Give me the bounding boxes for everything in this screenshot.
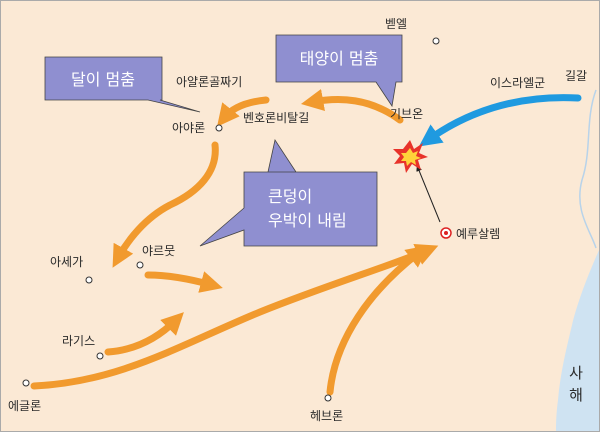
callout-sun-text: 태양이 멈춤 bbox=[300, 49, 379, 68]
label-bethel: 벧엘 bbox=[385, 17, 407, 31]
marker-jerusalem bbox=[440, 227, 452, 239]
callout-hail: 큰덩이 우박이 내림 bbox=[199, 138, 378, 247]
marker-azekah bbox=[85, 276, 93, 284]
callout-hail-text-2: 우박이 내림 bbox=[268, 211, 347, 230]
label-jerusalem: 예루살렘 bbox=[456, 227, 500, 241]
route-bethhoron-to-aijalon bbox=[216, 96, 270, 127]
route-hebron bbox=[326, 245, 429, 396]
label-hebron: 헤브론 bbox=[310, 409, 343, 423]
retreat-routes bbox=[30, 89, 439, 396]
label-jarmuth: 야르뭇 bbox=[142, 244, 175, 258]
label-lachish: 라기스 bbox=[62, 334, 95, 348]
label-dead-sea-1: 사 bbox=[569, 364, 583, 382]
route-aijalon-to-azekah bbox=[112, 141, 219, 268]
label-gibeon: 기브온 bbox=[390, 107, 423, 121]
callout-sun: 태양이 멈춤 bbox=[275, 34, 403, 108]
pointer-arrow bbox=[416, 165, 441, 223]
label-israel-camp: 이스라엘군 bbox=[490, 76, 545, 90]
marker-bethel bbox=[432, 37, 440, 45]
callout-moon: 달이 멈춤 bbox=[44, 56, 201, 113]
marker-eglon bbox=[22, 379, 30, 387]
place-markers bbox=[22, 37, 440, 402]
callout-moon-text: 달이 멈춤 bbox=[71, 70, 135, 89]
dead-sea bbox=[556, 248, 600, 432]
callout-hail-box bbox=[199, 138, 378, 247]
label-azekah: 아세가 bbox=[50, 255, 83, 269]
route-gibeon-to-bethhoron bbox=[300, 89, 404, 124]
label-aijalon-valley: 아얄론골짜기 bbox=[176, 74, 242, 89]
jordan-river bbox=[579, 89, 597, 249]
route-lachish bbox=[104, 312, 184, 356]
marker-hebron bbox=[324, 394, 332, 402]
marker-jarmuth bbox=[136, 261, 144, 269]
label-dead-sea-2: 해 bbox=[569, 386, 583, 404]
battle-burst-icon bbox=[393, 140, 428, 173]
marker-lachish bbox=[96, 352, 104, 360]
israel-army-route bbox=[418, 94, 582, 147]
callout-moon-box bbox=[44, 56, 201, 113]
marker-aijalon bbox=[215, 124, 223, 132]
label-eglon: 에글론 bbox=[8, 399, 41, 413]
label-aijalon: 아야론 bbox=[172, 121, 205, 135]
label-beth-horon: 벤호론비탈길 bbox=[243, 111, 309, 125]
callout-hail-text-1: 큰덩이 bbox=[268, 187, 312, 206]
route-eglon bbox=[30, 244, 439, 390]
route-jarmuth bbox=[144, 271, 223, 293]
label-gilgal: 길갈 bbox=[565, 69, 587, 83]
callout-sun-box bbox=[275, 34, 403, 108]
